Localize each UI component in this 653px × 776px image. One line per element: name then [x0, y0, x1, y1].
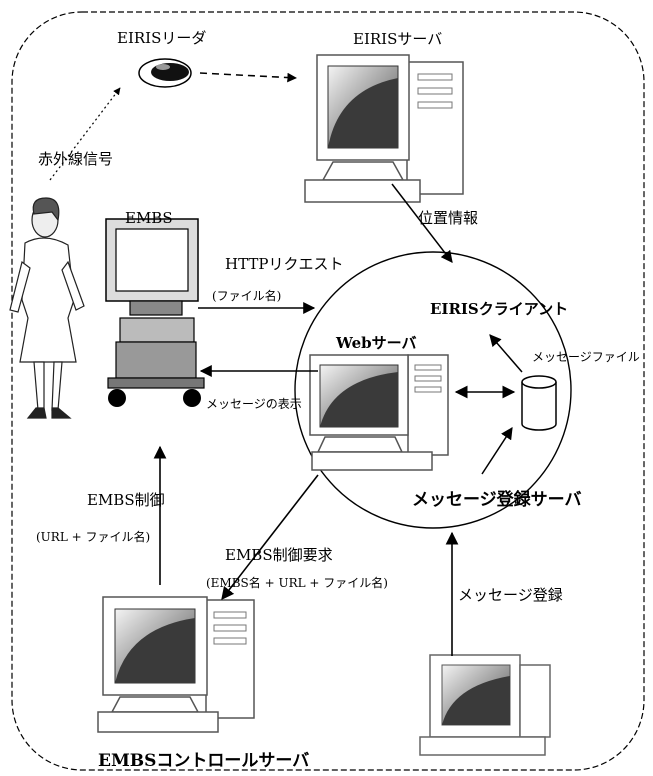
location-info-label: 位置情報 [418, 209, 479, 227]
location-info-arrow [391, 183, 453, 263]
message-file-label: メッセージファイル [532, 350, 640, 364]
web-server-computer-icon [309, 354, 449, 471]
embs-control-server-label: EMBSコントロールサーバ [98, 751, 310, 771]
reader-to-server-arrow [199, 72, 297, 83]
embs-label: EMBS [125, 209, 173, 227]
eiris-server-computer-icon [304, 54, 464, 203]
http-request-label: HTTPリクエスト [225, 255, 344, 273]
web-server-zone [294, 251, 572, 529]
file-name-label: (ファイル名) [212, 289, 282, 303]
embs-control-label: EMBS制御 [87, 491, 165, 509]
embs-url-file-label: (EMBS名 + URL + ファイル名) [206, 576, 388, 590]
embs-control-server-computer-icon [97, 596, 255, 733]
outer-boundary [11, 11, 645, 771]
embs-kiosk-icon [105, 218, 205, 407]
embs-control-request-arrow [221, 474, 319, 601]
eiris-reader-icon [138, 58, 192, 88]
message-file-database-icon [521, 375, 557, 431]
message-reg-server-label: メッセージ登録サーバ [412, 490, 582, 510]
eiris-server-label: EIRISサーバ [353, 30, 443, 48]
eiris-client-label: EIRISクライアント [430, 300, 569, 318]
client-arrow [489, 334, 523, 373]
url-file-label: (URL + ファイル名) [36, 530, 151, 544]
message-registration-label: メッセージ登録 [458, 586, 563, 604]
infrared-signal-arrow [49, 87, 121, 181]
message-registration-computer-icon [419, 654, 551, 756]
web-server-label: Webサーバ [336, 334, 417, 352]
user-figure-icon [9, 197, 85, 419]
eiris-reader-label: EIRISリーダ [117, 29, 207, 47]
message-display-label: メッセージの表示 [206, 397, 302, 411]
registration-server-arrow [481, 426, 513, 475]
infrared-signal-label: 赤外線信号 [38, 150, 114, 168]
embs-control-request-label: EMBS制御要求 [225, 546, 333, 564]
